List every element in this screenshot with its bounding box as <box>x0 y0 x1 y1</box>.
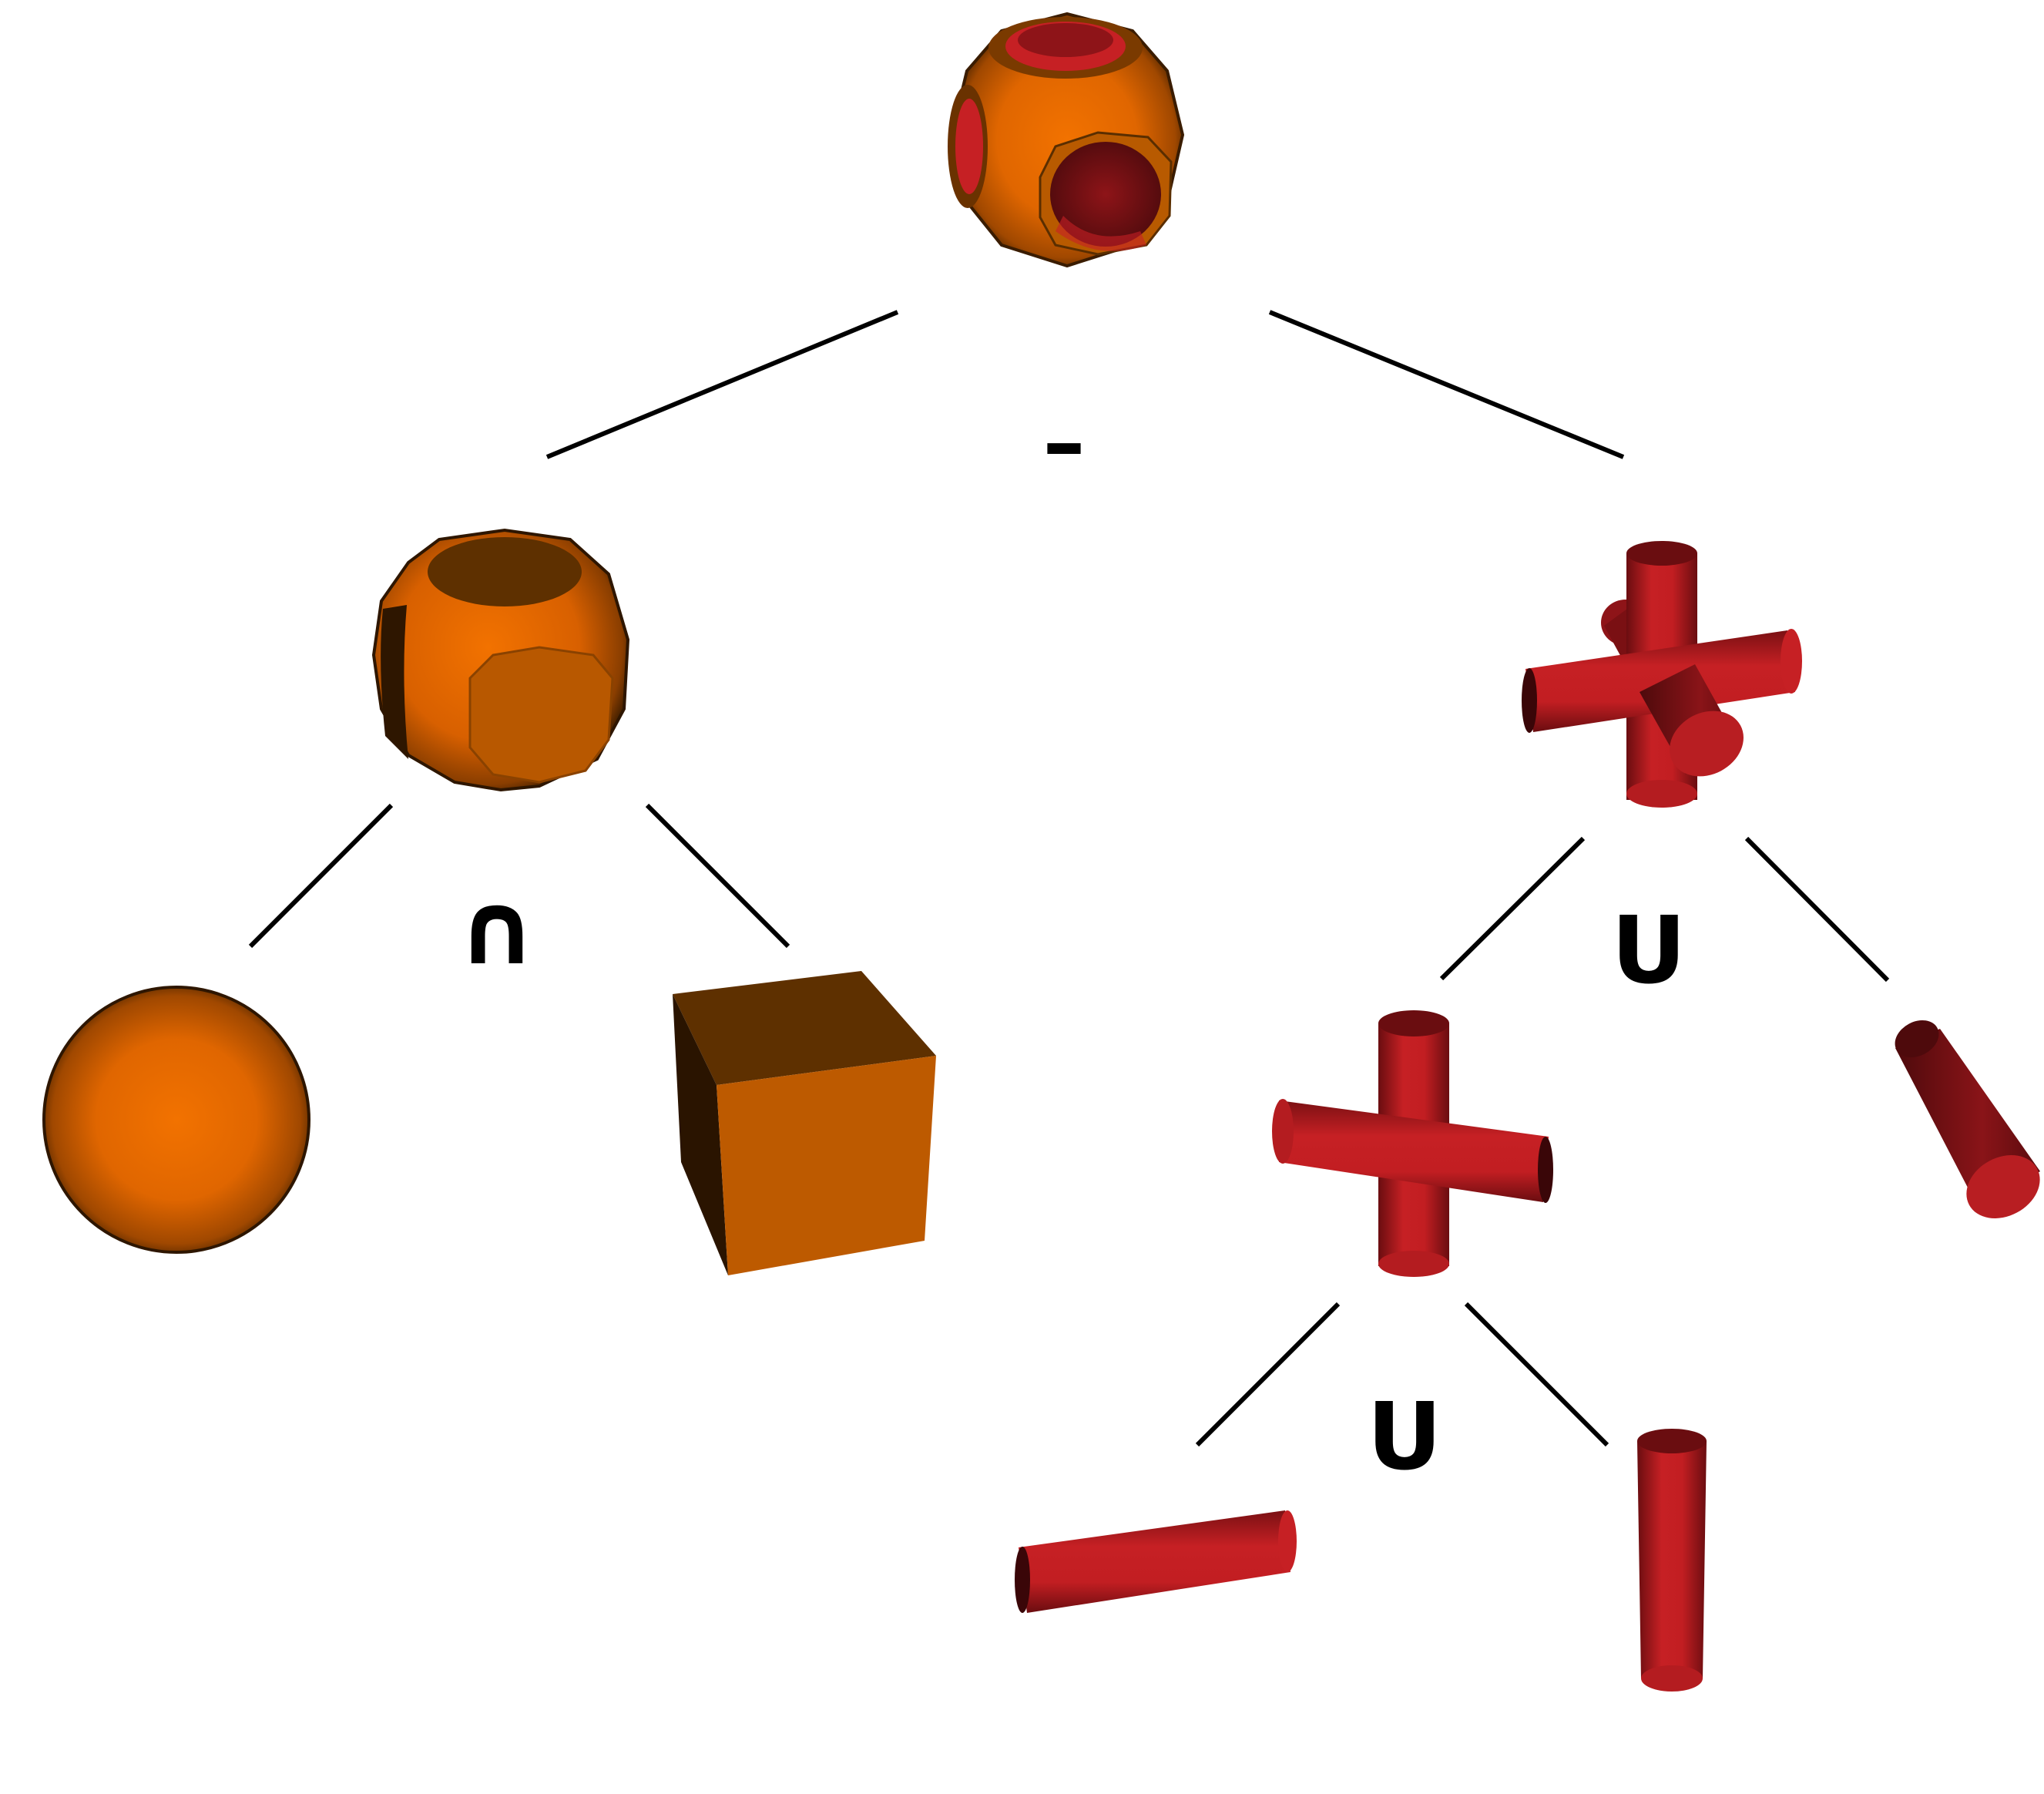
sphere-cube-intersection <box>371 528 630 792</box>
cube <box>673 971 936 1275</box>
edge-union-lower-right <box>1464 1302 1609 1447</box>
edge-root-right <box>1268 310 1625 459</box>
diagonal-cylinder <box>1895 1020 2040 1218</box>
drilled-sphere-cube-result <box>948 12 1185 268</box>
intersection-operator: ∩ <box>456 870 538 987</box>
three-cylinder-cross <box>1522 541 1802 808</box>
edge-intersection-right <box>645 803 790 949</box>
operator-labels: – ∩ U U <box>456 393 1687 1491</box>
edge-root-left <box>545 310 899 459</box>
edge-union-right <box>1744 836 1890 983</box>
sphere <box>42 986 310 1254</box>
vertical-cylinder <box>1637 1429 1707 1692</box>
union-operator-right: U <box>1611 898 1686 1005</box>
difference-operator: – <box>1043 393 1086 492</box>
union-operator-lower: U <box>1367 1384 1442 1491</box>
two-cylinder-cross <box>1272 1010 1553 1277</box>
tree-edges <box>248 310 1890 1447</box>
edge-union-lower-left <box>1195 1302 1341 1447</box>
edge-intersection-left <box>248 803 394 949</box>
horizontal-cylinder <box>1015 1510 1297 1613</box>
edge-union-left <box>1439 836 1586 981</box>
